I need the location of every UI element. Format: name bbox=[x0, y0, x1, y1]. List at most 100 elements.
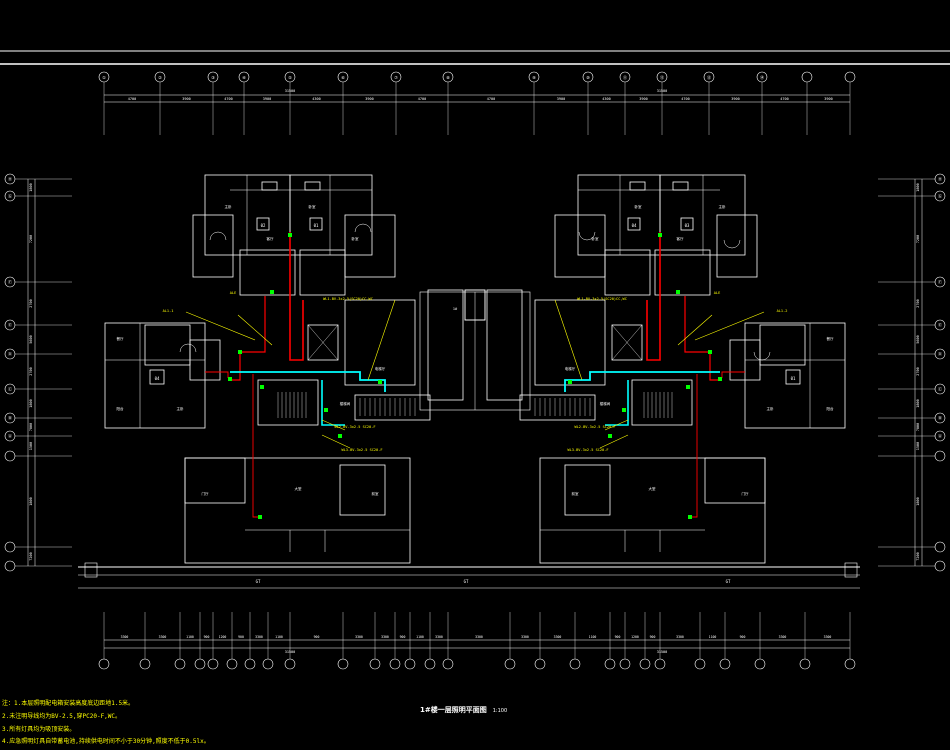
axis-bubble-bottom bbox=[654, 658, 666, 670]
axis-bubble-left bbox=[4, 450, 16, 462]
axis-bubble-bottom bbox=[534, 658, 546, 670]
axis-bubble-bottom bbox=[799, 658, 811, 670]
wiring-callout: WL2-BV-3x2.5 SC20-F bbox=[574, 425, 615, 429]
axis-label: Ⓒ bbox=[938, 386, 942, 392]
axis-label: Ⓐ bbox=[938, 433, 942, 439]
room-name: 门厅 bbox=[202, 491, 209, 496]
room-name: 餐厅 bbox=[117, 336, 124, 341]
unit-tag bbox=[785, 369, 801, 385]
window bbox=[672, 181, 689, 191]
power-riser bbox=[289, 232, 304, 361]
stair-run bbox=[354, 394, 431, 421]
electrical-device bbox=[378, 380, 382, 384]
dimension-text: 2700 bbox=[916, 367, 920, 375]
dimension-text: 1100 bbox=[186, 635, 194, 639]
electrical-device bbox=[718, 377, 722, 381]
axis-bubble-bottom bbox=[754, 658, 766, 670]
axis-bubble-right bbox=[934, 450, 946, 462]
room-name: 电梯厅 bbox=[565, 366, 576, 371]
podium-label: GT bbox=[726, 579, 731, 584]
elevator-shaft bbox=[611, 324, 643, 361]
dimension-text: 3300 bbox=[355, 635, 363, 639]
axis-bubble-bottom bbox=[442, 658, 454, 670]
bedroom bbox=[716, 214, 758, 278]
dimension-total: 31500 bbox=[285, 650, 296, 654]
axis-label: ⑭ bbox=[760, 74, 764, 80]
axis-bubble-bottom bbox=[337, 658, 349, 670]
dimension-text: 3300 bbox=[381, 635, 389, 639]
axis-bubble-bottom bbox=[244, 658, 256, 670]
dimension-text: 3900 bbox=[557, 97, 565, 101]
retail-hall bbox=[539, 457, 766, 564]
dimension-text: 4300 bbox=[312, 97, 320, 101]
retail-room bbox=[184, 457, 246, 504]
unit-tag bbox=[627, 217, 641, 231]
retail-hall bbox=[184, 457, 411, 564]
power-feeder bbox=[684, 296, 722, 381]
kitchen bbox=[144, 324, 191, 366]
door-swing bbox=[354, 223, 372, 233]
axis-label: Ⓓ bbox=[8, 351, 12, 357]
room-name: 楼梯间 bbox=[340, 401, 351, 406]
kitchen bbox=[654, 249, 711, 296]
dimension-text: 4700 bbox=[780, 97, 788, 101]
dimension-text: 7200 bbox=[916, 552, 920, 560]
axis-label: ⑨ bbox=[532, 75, 536, 80]
dimension-text: 1200 bbox=[219, 635, 227, 639]
power-branch bbox=[205, 371, 229, 378]
dimension-text: 1100 bbox=[275, 635, 283, 639]
dimension-text: 5600 bbox=[29, 335, 33, 343]
window bbox=[261, 181, 278, 191]
dimension-text: 3300 bbox=[121, 635, 129, 639]
power-branch bbox=[721, 371, 745, 378]
axis-bubble-bottom bbox=[207, 658, 219, 670]
axis-label: Ⓑ bbox=[8, 415, 12, 421]
axis-bubble-bottom bbox=[694, 658, 706, 670]
dimension-text: 1800 bbox=[29, 497, 33, 505]
axis-bubble-bottom bbox=[504, 658, 516, 670]
dimension-text: 3300 bbox=[521, 635, 529, 639]
dimension-text: 3900 bbox=[731, 97, 739, 101]
axis-bubble-top bbox=[801, 71, 813, 83]
electrical-device bbox=[228, 377, 232, 381]
dimension-text: 1500 bbox=[29, 442, 33, 450]
axis-label: Ⓐ bbox=[8, 433, 12, 439]
electrical-device bbox=[608, 434, 612, 438]
axis-bubble-bottom bbox=[284, 658, 296, 670]
room-name: 卧室 bbox=[352, 236, 360, 241]
dimension-text: 7200 bbox=[29, 235, 33, 243]
callout-leader bbox=[694, 311, 765, 341]
retail-room bbox=[704, 457, 766, 504]
room-name: 主卧 bbox=[767, 406, 775, 411]
axis-label: Ⓕ bbox=[938, 279, 942, 285]
bedroom bbox=[554, 214, 606, 278]
axis-label: Ⓖ bbox=[938, 193, 942, 199]
door-swing bbox=[179, 343, 197, 353]
drawing-note-3: 3.所有灯具均为吸顶安装。 bbox=[2, 726, 76, 733]
electrical-device bbox=[288, 233, 292, 237]
dimension-text: 3300 bbox=[475, 635, 483, 639]
axis-bubble-bottom bbox=[139, 658, 151, 670]
electrical-device bbox=[338, 434, 342, 438]
axis-bubble-bottom bbox=[262, 658, 274, 670]
axis-bubble-bottom bbox=[98, 658, 110, 670]
axis-bubble-bottom bbox=[404, 658, 416, 670]
lobby bbox=[534, 299, 606, 386]
unit-side bbox=[104, 322, 206, 429]
electrical-device bbox=[658, 233, 662, 237]
podium-end bbox=[84, 562, 98, 578]
electrical-device bbox=[324, 408, 328, 412]
dimension-text: 4700 bbox=[128, 97, 136, 101]
unit-number: 04 bbox=[155, 376, 160, 381]
room-name: 楼梯间 bbox=[600, 401, 611, 406]
corridor bbox=[427, 289, 464, 401]
retail-room bbox=[564, 464, 611, 516]
dimension-text: 7800 bbox=[29, 423, 33, 431]
room-name: 卧室 bbox=[592, 236, 600, 241]
dimension-text: 1200 bbox=[631, 635, 639, 639]
axis-label: ⑬ bbox=[707, 74, 711, 80]
dimension-text: 3300 bbox=[676, 635, 684, 639]
unit-tag bbox=[680, 217, 694, 231]
